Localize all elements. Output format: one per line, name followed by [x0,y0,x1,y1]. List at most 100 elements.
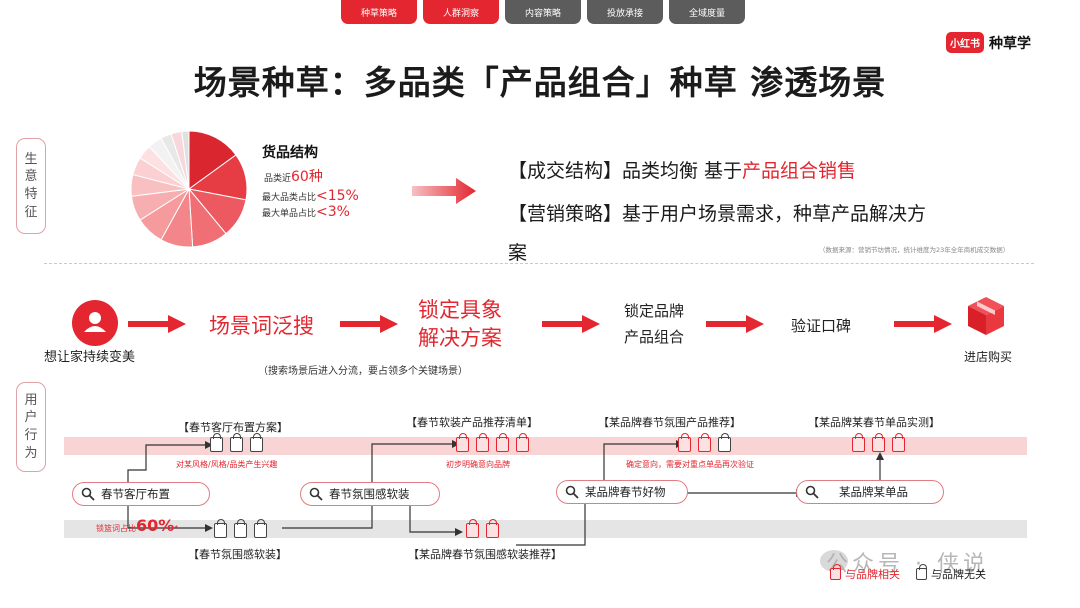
goods-row3-label: 最大单品占比 [262,209,317,219]
flow-step-solution-line2: 解决方案 [418,326,502,351]
arrow-right-icon [894,315,952,333]
stage-living-room-plan: 【春节客厅布置方案】 [178,421,288,434]
legend: 与品牌相关 与品牌无关 [830,564,986,582]
stage-festive-decor: 【春节氛围感软装】 [188,548,287,561]
search-pill-festive-decor[interactable]: 春节氛围感软装 [300,482,440,506]
flow-step-review: 验证口碑 [791,317,852,335]
legend-unrelated: 与品牌无关 [931,568,986,581]
shopping-bag-icon [892,433,905,452]
shopping-bag-icon [230,433,243,452]
summary-line-marketing-cont: 案 [508,242,528,264]
data-source-note: （数据来源：营销节坊情况，统计维度为23年全年商机成交数据） [819,246,1010,254]
content-group-6 [466,519,499,538]
goods-row2-label: 最大品类占比 [262,193,317,203]
shopping-bag-icon [254,519,267,538]
tab-measurement[interactable]: 全域度量 [669,0,745,24]
box-icon [968,297,1004,335]
shopping-bag-icon [852,433,865,452]
flow-step-solution: 锁定具象 解决方案 [418,296,502,353]
search-pill-brand-sku-text: 某品牌某单品 [839,485,908,499]
arrow-right-icon [340,315,398,333]
arrow-right-icon [542,315,600,333]
tab-content-strategy[interactable]: 内容策略 [505,0,581,24]
brand-unrelated-band [64,520,1027,538]
stage-brand-sku-test: 【某品牌某春节单品实测】 [808,416,940,429]
section-label-business-text: 生意特征 [24,151,38,220]
nav-tabs: 种草策略 人群洞察 内容策略 投放承接 全域度量 [341,0,745,24]
summary-line-marketing: 【营销策略】基于用户场景需求，种草产品解决方 [508,203,927,225]
flow-step-brand: 锁定品牌 产品组合 [624,298,684,351]
legend-related: 与品牌相关 [845,568,900,581]
flow-search-note: （搜索场景后进入分流，要占领多个关键场景） [258,366,468,377]
stage-decor-list: 【春节软装产品推荐清单】 [406,416,538,429]
brand-logo: 小红书 种草学 [946,32,1031,53]
flow-step-search: 场景词泛搜 [209,314,314,338]
summary-line-transaction: 【成交结构】品类均衡 基于产品组合销售 [508,156,856,183]
shopping-bag-icon [830,564,841,580]
goods-structure: 货品结构 品类近60种 最大品类占比<15% 最大单品占比<3% [262,142,359,220]
tab-seeding-strategy[interactable]: 种草策略 [341,0,417,24]
search-pill-brand-goods-text: 某品牌春节好物 [585,485,666,499]
search-icon [805,485,819,499]
flow-end-label: 进店购买 [964,350,1013,364]
shopping-bag-icon [486,519,499,538]
summary-line1-highlight: 产品组合销售 [742,160,857,182]
shopping-bag-icon [476,433,489,452]
shopping-bag-icon [698,433,711,452]
arrow-right-icon [128,315,186,333]
search-pill-living-room[interactable]: 春节客厅布置 [72,482,210,506]
content-group-2 [456,433,529,452]
goods-structure-pie-chart [130,130,248,248]
section-divider [44,263,1034,264]
note-interest: 对某风格/风格/品类产生兴趣 [176,460,278,469]
page-title: 场景种草：多品类「产品组合」种草 渗透场景 [193,63,887,102]
content-group-1 [210,433,263,452]
lock-basket-label: 锁篮词占比 [96,524,136,533]
shopping-bag-icon [210,433,223,452]
brand-related-band [64,437,1027,455]
shopping-bag-icon [466,519,479,538]
flow-step-solution-line1: 锁定具象 [418,298,502,322]
goods-row-max-category: 最大品类占比<15% [262,188,359,204]
goods-row-max-sku: 最大单品占比<3% [262,204,359,220]
goods-row1-value: 60种 [291,169,323,185]
stage-brand-decor-recommend: 【某品牌春节氛围感软装推荐】 [408,548,562,561]
pie-slice [181,130,190,190]
content-group-5 [214,519,267,538]
search-pill-brand-sku[interactable]: 某品牌某单品 [796,480,944,504]
arrow-right-icon [706,315,764,333]
shopping-bag-icon [516,433,529,452]
arrow-right-icon [412,178,476,204]
lock-basket-mark: * [174,524,179,533]
shopping-bag-icon [678,433,691,452]
search-pill-brand-goods[interactable]: 某品牌春节好物 [556,480,688,504]
goods-row1-label: 品类近 [264,174,292,184]
flow-start-label: 想让家持续变美 [44,350,136,365]
goods-row-categories: 品类近60种 [264,166,359,186]
shopping-bag-icon [214,519,227,538]
section-label-behavior: 用户行为 [16,382,46,472]
goods-row2-value: <15% [316,188,359,204]
stage-brand-recommend: 【某品牌春节氛围产品推荐】 [598,416,741,429]
lock-basket-value: 60% [136,516,175,535]
search-pill-living-room-text: 春节客厅布置 [101,487,170,501]
user-icon [72,300,118,346]
pie-slice [188,130,237,190]
shopping-bag-icon [250,433,263,452]
shopping-bag-icon [718,433,731,452]
shopping-bag-icon [872,433,885,452]
search-icon [81,487,95,501]
search-icon [309,487,323,501]
shopping-bag-icon [234,519,247,538]
goods-row3-value: <3% [316,204,350,220]
flow-step-brand-line2: 产品组合 [624,328,685,347]
note-intent-brand: 初步明确意向品牌 [446,460,510,469]
tab-delivery[interactable]: 投放承接 [587,0,663,24]
goods-structure-title: 货品结构 [262,145,318,161]
content-group-3 [678,433,731,452]
search-icon [565,485,579,499]
tab-audience-insight[interactable]: 人群洞察 [423,0,499,24]
watermark: 公众号 · 侠说 [826,552,989,577]
wechat-icon [820,550,848,572]
lock-basket-ratio: 锁篮词占比60%* [96,516,178,535]
